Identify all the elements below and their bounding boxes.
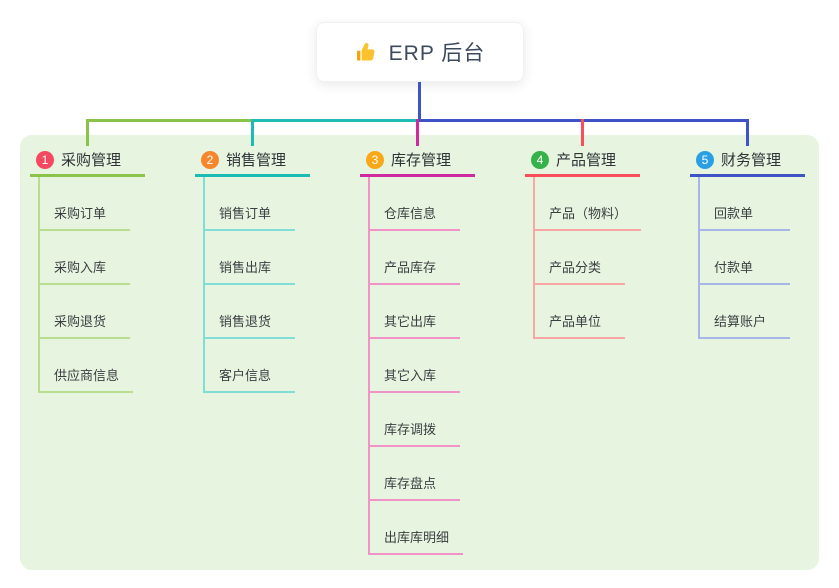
child-node[interactable]: 销售订单 bbox=[203, 177, 295, 231]
child-node[interactable]: 仓库信息 bbox=[368, 177, 460, 231]
child-node[interactable]: 回款单 bbox=[698, 177, 790, 231]
child-node[interactable]: 产品（物料） bbox=[533, 177, 642, 231]
child-node[interactable]: 销售退货 bbox=[203, 285, 295, 339]
branch-drop-line-2 bbox=[251, 119, 254, 146]
root-connector-line bbox=[418, 82, 421, 122]
branch-drop-line-4 bbox=[581, 119, 584, 146]
branch-drop-line-3 bbox=[416, 119, 419, 146]
branch-children: 产品（物料） 产品分类产品单位 bbox=[525, 177, 690, 339]
branch-children: 销售订单销售出库销售退货客户信息 bbox=[195, 177, 360, 393]
child-node-label: 产品单位 bbox=[549, 314, 602, 329]
bus-segment-1 bbox=[86, 119, 251, 122]
branch-3: 3 库存管理仓库信息产品库存其它出库其它入库库存调拨库存盘点出库库明细 bbox=[360, 145, 525, 555]
child-node-label: 付款单 bbox=[714, 260, 754, 275]
child-node[interactable]: 供应商信息 bbox=[38, 339, 134, 393]
child-node[interactable]: 采购订单 bbox=[38, 177, 130, 231]
branch-children: 仓库信息产品库存其它出库其它入库库存调拨库存盘点出库库明细 bbox=[360, 177, 525, 555]
child-node-label: 采购入库 bbox=[54, 260, 107, 275]
child-connector-line bbox=[368, 177, 370, 555]
child-node-label: 销售退货 bbox=[219, 314, 272, 329]
branch-5: 5 财务管理回款单付款单结算账户 bbox=[690, 145, 839, 339]
child-connector-line bbox=[698, 177, 700, 339]
child-node-label: 结算账户 bbox=[714, 314, 767, 329]
branch-header-5[interactable]: 5 财务管理 bbox=[690, 145, 805, 177]
branch-2: 2 销售管理销售订单销售出库销售退货客户信息 bbox=[195, 145, 360, 393]
child-node[interactable]: 库存盘点 bbox=[368, 447, 460, 501]
branch-header-4[interactable]: 4 产品管理 bbox=[525, 145, 640, 177]
child-node-label: 库存调拨 bbox=[384, 422, 437, 437]
child-connector-line bbox=[533, 177, 535, 339]
thumbs-up-icon bbox=[356, 43, 375, 61]
child-node[interactable]: 产品单位 bbox=[533, 285, 625, 339]
child-node-label: 客户信息 bbox=[219, 368, 272, 383]
child-node-label: 产品库存 bbox=[384, 260, 437, 275]
branch-number-badge: 5 bbox=[696, 150, 714, 169]
branch-number-badge: 2 bbox=[201, 150, 219, 169]
child-node-label: 采购订单 bbox=[54, 206, 107, 221]
branch-children: 回款单付款单结算账户 bbox=[690, 177, 839, 339]
branch-number-badge: 1 bbox=[36, 150, 54, 169]
child-node[interactable]: 采购入库 bbox=[38, 231, 130, 285]
bus-segment-2 bbox=[251, 119, 421, 122]
child-node-label: 出库库明细 bbox=[384, 530, 450, 545]
child-node[interactable]: 产品库存 bbox=[368, 231, 460, 285]
child-node-label: 库存盘点 bbox=[384, 476, 437, 491]
branches-panel bbox=[20, 135, 819, 570]
branch-4: 4 产品管理产品（物料） 产品分类产品单位 bbox=[525, 145, 690, 339]
child-node[interactable]: 采购退货 bbox=[38, 285, 130, 339]
child-node-label: 仓库信息 bbox=[384, 206, 437, 221]
branch-label: 销售管理 bbox=[226, 152, 287, 169]
root-node[interactable]: ERP 后台 bbox=[316, 22, 524, 82]
branch-children: 采购订单采购入库采购退货供应商信息 bbox=[30, 177, 195, 393]
child-node-label: 产品（物料） bbox=[549, 206, 628, 221]
branch-label: 采购管理 bbox=[61, 152, 122, 169]
child-node[interactable]: 付款单 bbox=[698, 231, 790, 285]
branch-label: 产品管理 bbox=[556, 152, 617, 169]
child-node-label: 回款单 bbox=[714, 206, 754, 221]
branch-drop-line-1 bbox=[86, 119, 89, 146]
child-node-label: 销售出库 bbox=[219, 260, 272, 275]
child-node-label: 销售订单 bbox=[219, 206, 272, 221]
child-node-label: 其它入库 bbox=[384, 368, 437, 383]
child-node[interactable]: 出库库明细 bbox=[368, 501, 464, 555]
child-node[interactable]: 销售出库 bbox=[203, 231, 295, 285]
child-node-label: 供应商信息 bbox=[54, 368, 120, 383]
child-node-label: 其它出库 bbox=[384, 314, 437, 329]
child-connector-line bbox=[38, 177, 40, 393]
child-node[interactable]: 库存调拨 bbox=[368, 393, 460, 447]
child-node[interactable]: 其它出库 bbox=[368, 285, 460, 339]
child-node[interactable]: 客户信息 bbox=[203, 339, 295, 393]
child-connector-line bbox=[203, 177, 205, 393]
branch-label: 库存管理 bbox=[391, 152, 452, 169]
branch-drop-line-5 bbox=[746, 119, 749, 146]
child-node[interactable]: 产品分类 bbox=[533, 231, 625, 285]
branch-number-badge: 3 bbox=[366, 150, 384, 169]
child-node-label: 采购退货 bbox=[54, 314, 107, 329]
child-node[interactable]: 其它入库 bbox=[368, 339, 460, 393]
root-node-label: ERP 后台 bbox=[388, 42, 486, 65]
child-node[interactable]: 结算账户 bbox=[698, 285, 790, 339]
branch-label: 财务管理 bbox=[721, 152, 782, 169]
branch-header-1[interactable]: 1 采购管理 bbox=[30, 145, 145, 177]
branch-header-3[interactable]: 3 库存管理 bbox=[360, 145, 475, 177]
child-node-label: 产品分类 bbox=[549, 260, 602, 275]
branch-1: 1 采购管理采购订单采购入库采购退货供应商信息 bbox=[30, 145, 195, 393]
branch-number-badge: 4 bbox=[531, 150, 549, 169]
branch-header-2[interactable]: 2 销售管理 bbox=[195, 145, 310, 177]
